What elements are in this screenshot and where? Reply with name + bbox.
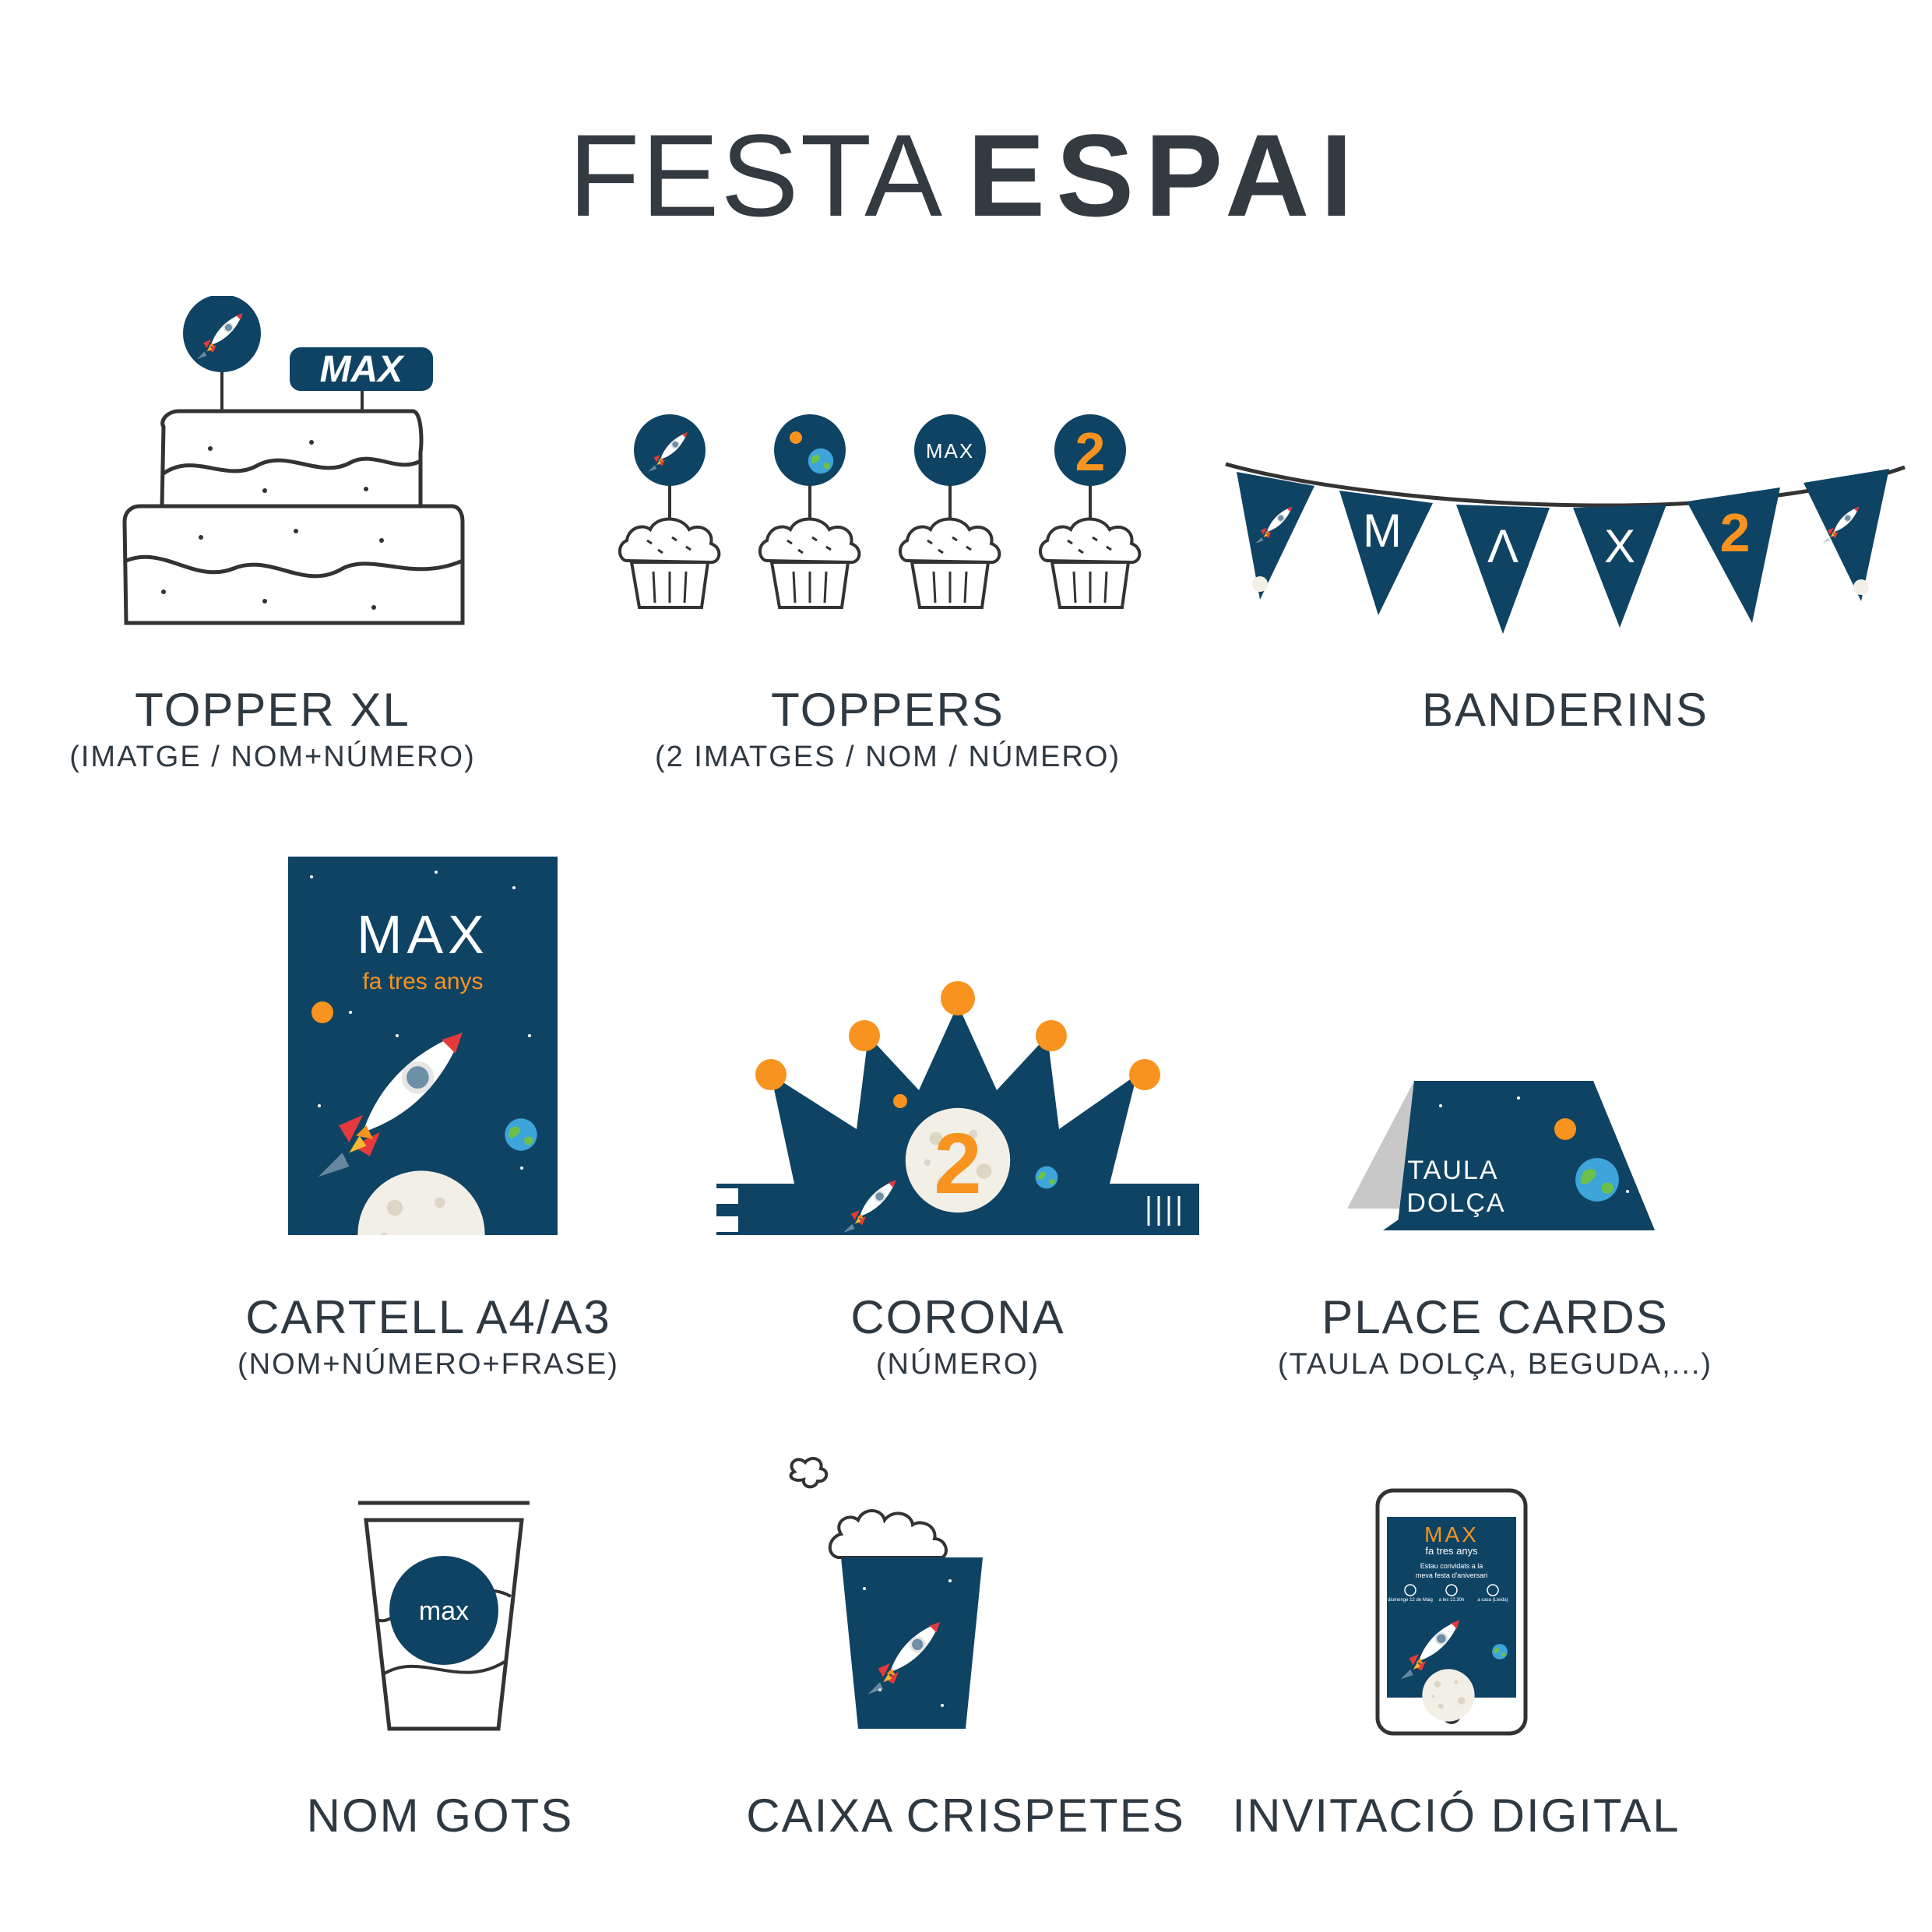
caption-sub: (2 IMATGES / NOM / NÚMERO) xyxy=(654,741,1121,773)
invite-place: a casa (Lleida) xyxy=(1477,1598,1508,1603)
popcorn-box-illustration xyxy=(789,1456,983,1729)
caption-sub: (TAULA DOLÇA, BEGUDA,...) xyxy=(1277,1348,1713,1381)
caption-main: TOPPER XL xyxy=(135,684,410,736)
poster-name: MAX xyxy=(357,904,489,965)
bunting-letter: X xyxy=(1604,520,1635,572)
topper-xl-name: MAX xyxy=(320,349,406,390)
invite-time: a les 12.30h xyxy=(1439,1598,1465,1603)
caption-main: TOPPERS xyxy=(771,684,1005,736)
topper-number: 2 xyxy=(1075,421,1106,482)
caption-topper-xl: TOPPER XL (IMATGE / NOM+NÚMERO) xyxy=(0,685,623,774)
caption-sub: (IMATGE / NOM+NÚMERO) xyxy=(69,741,476,773)
caption-place-cards: PLACE CARDS (TAULA DOLÇA, BEGUDA,...) xyxy=(1145,1293,1846,1381)
caption-banderins: BANDERINS xyxy=(1215,685,1916,735)
bunting-letter: Λ xyxy=(1487,520,1519,572)
topper-name: MAX xyxy=(926,439,974,463)
caption-main: PLACE CARDS xyxy=(1321,1291,1669,1343)
caption-main: NOM GOTS xyxy=(306,1789,574,1842)
cake-topper-xl-illustration: MAX xyxy=(122,296,465,625)
place-card-line1: TAULA xyxy=(1407,1156,1498,1185)
poster-illustration: MAX fa tres anys xyxy=(288,857,558,1235)
cup-illustration: max xyxy=(358,1501,530,1731)
caption-main: CARTELL A4/A3 xyxy=(245,1291,611,1343)
caption-main: CORONA xyxy=(850,1291,1065,1343)
caption-nom-gots: NOM GOTS xyxy=(90,1791,790,1841)
bunting-illustration: M Λ X 2 xyxy=(1225,462,1906,634)
caption-caixa-crispetes: CAIXA CRISPETES xyxy=(615,1791,1316,1841)
crown-illustration: 2 xyxy=(716,981,1199,1235)
cupcake-toppers-illustration: MAX 2 xyxy=(618,414,1142,609)
bunting-number: 2 xyxy=(1720,502,1751,563)
caption-toppers: TOPPERS (2 IMATGES / NOM / NÚMERO) xyxy=(537,685,1238,774)
caption-sub: (NOM+NÚMERO+FRASE) xyxy=(238,1348,619,1381)
title-bold: ESPAI xyxy=(967,110,1364,241)
invite-line1: Estau convidats a la xyxy=(1420,1562,1483,1570)
phone-invitation-illustration: MAX fa tres anys Estau convidats a la me… xyxy=(1375,1488,1528,1736)
place-card-illustration: TAULA DOLÇA xyxy=(1347,1081,1655,1230)
caption-invitacio-digital: INVITACIÓ DIGITAL xyxy=(1106,1791,1807,1841)
invite-name: MAX xyxy=(1424,1522,1479,1547)
bunting-letter: M xyxy=(1363,505,1402,557)
caption-main: BANDERINS xyxy=(1421,684,1709,736)
poster-phrase: fa tres anys xyxy=(362,969,483,994)
caption-cartell: CARTELL A4/A3 (NOM+NÚMERO+FRASE) xyxy=(78,1293,779,1381)
place-card-line2: DOLÇA xyxy=(1406,1188,1505,1218)
invite-phrase: fa tres anys xyxy=(1425,1545,1478,1557)
title-light: FESTA xyxy=(568,110,945,241)
caption-main: INVITACIÓ DIGITAL xyxy=(1232,1789,1680,1842)
caption-main: CAIXA CRISPETES xyxy=(746,1789,1185,1842)
cup-name: max xyxy=(419,1596,469,1626)
caption-corona: CORONA (NÚMERO) xyxy=(607,1293,1308,1381)
invite-date: diumenge 12 de Maig xyxy=(1388,1598,1433,1603)
invite-line2: meva festa d'aniversari xyxy=(1416,1571,1487,1579)
crown-number: 2 xyxy=(934,1116,981,1212)
caption-sub: (NÚMERO) xyxy=(875,1348,1040,1381)
